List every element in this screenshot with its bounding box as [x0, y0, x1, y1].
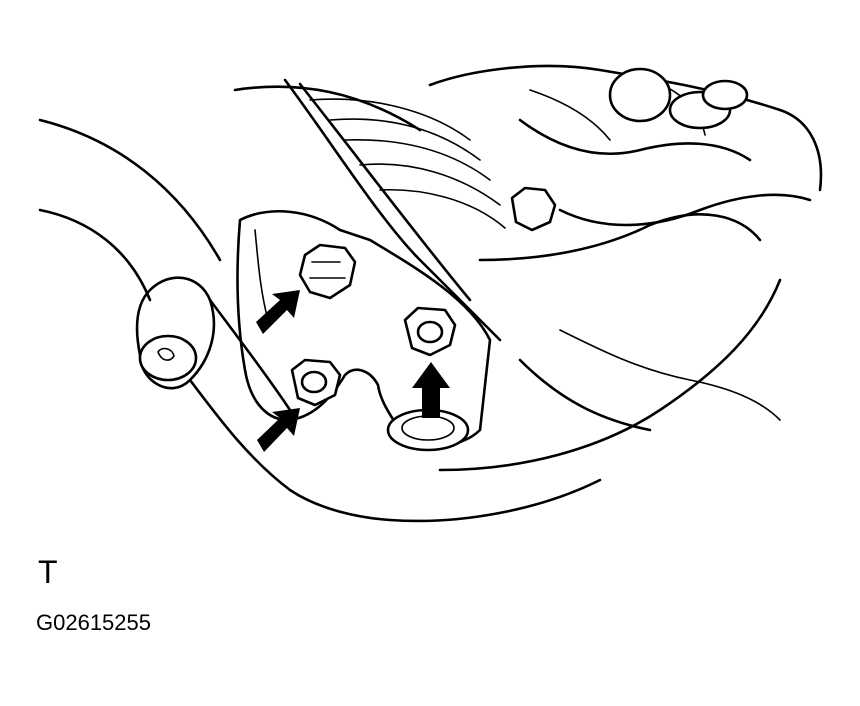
arrow-icon: [256, 290, 300, 334]
bolt-icon: [298, 243, 357, 300]
nut-icon: [403, 306, 457, 357]
figure-code: G02615255: [36, 610, 151, 635]
orientation-letter: T: [38, 554, 58, 590]
arrow-icon: [412, 362, 450, 418]
bracket-plate: [236, 210, 492, 447]
arrow-icon: [257, 408, 300, 452]
bolt-icon: [510, 186, 557, 232]
lower-arm: [135, 276, 392, 522]
nut-icon: [290, 358, 342, 407]
lower-arm-assembly-drawing: [38, 64, 823, 523]
frame-contours: [38, 64, 823, 523]
